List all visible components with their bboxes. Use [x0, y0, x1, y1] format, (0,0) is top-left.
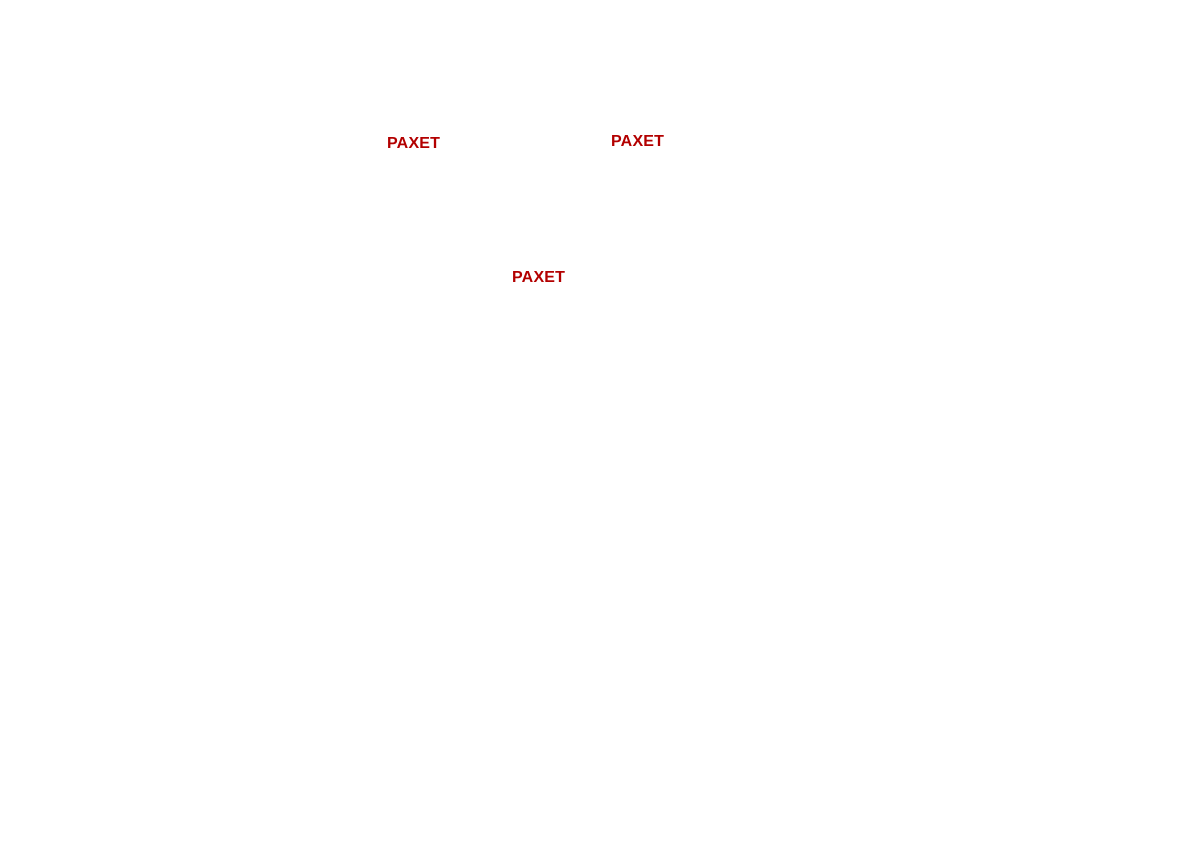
label-paxet-left: PAXET [387, 135, 441, 152]
label-paxet-right: PAXET [611, 133, 665, 150]
label-paxet-center: PAXET [512, 269, 566, 286]
